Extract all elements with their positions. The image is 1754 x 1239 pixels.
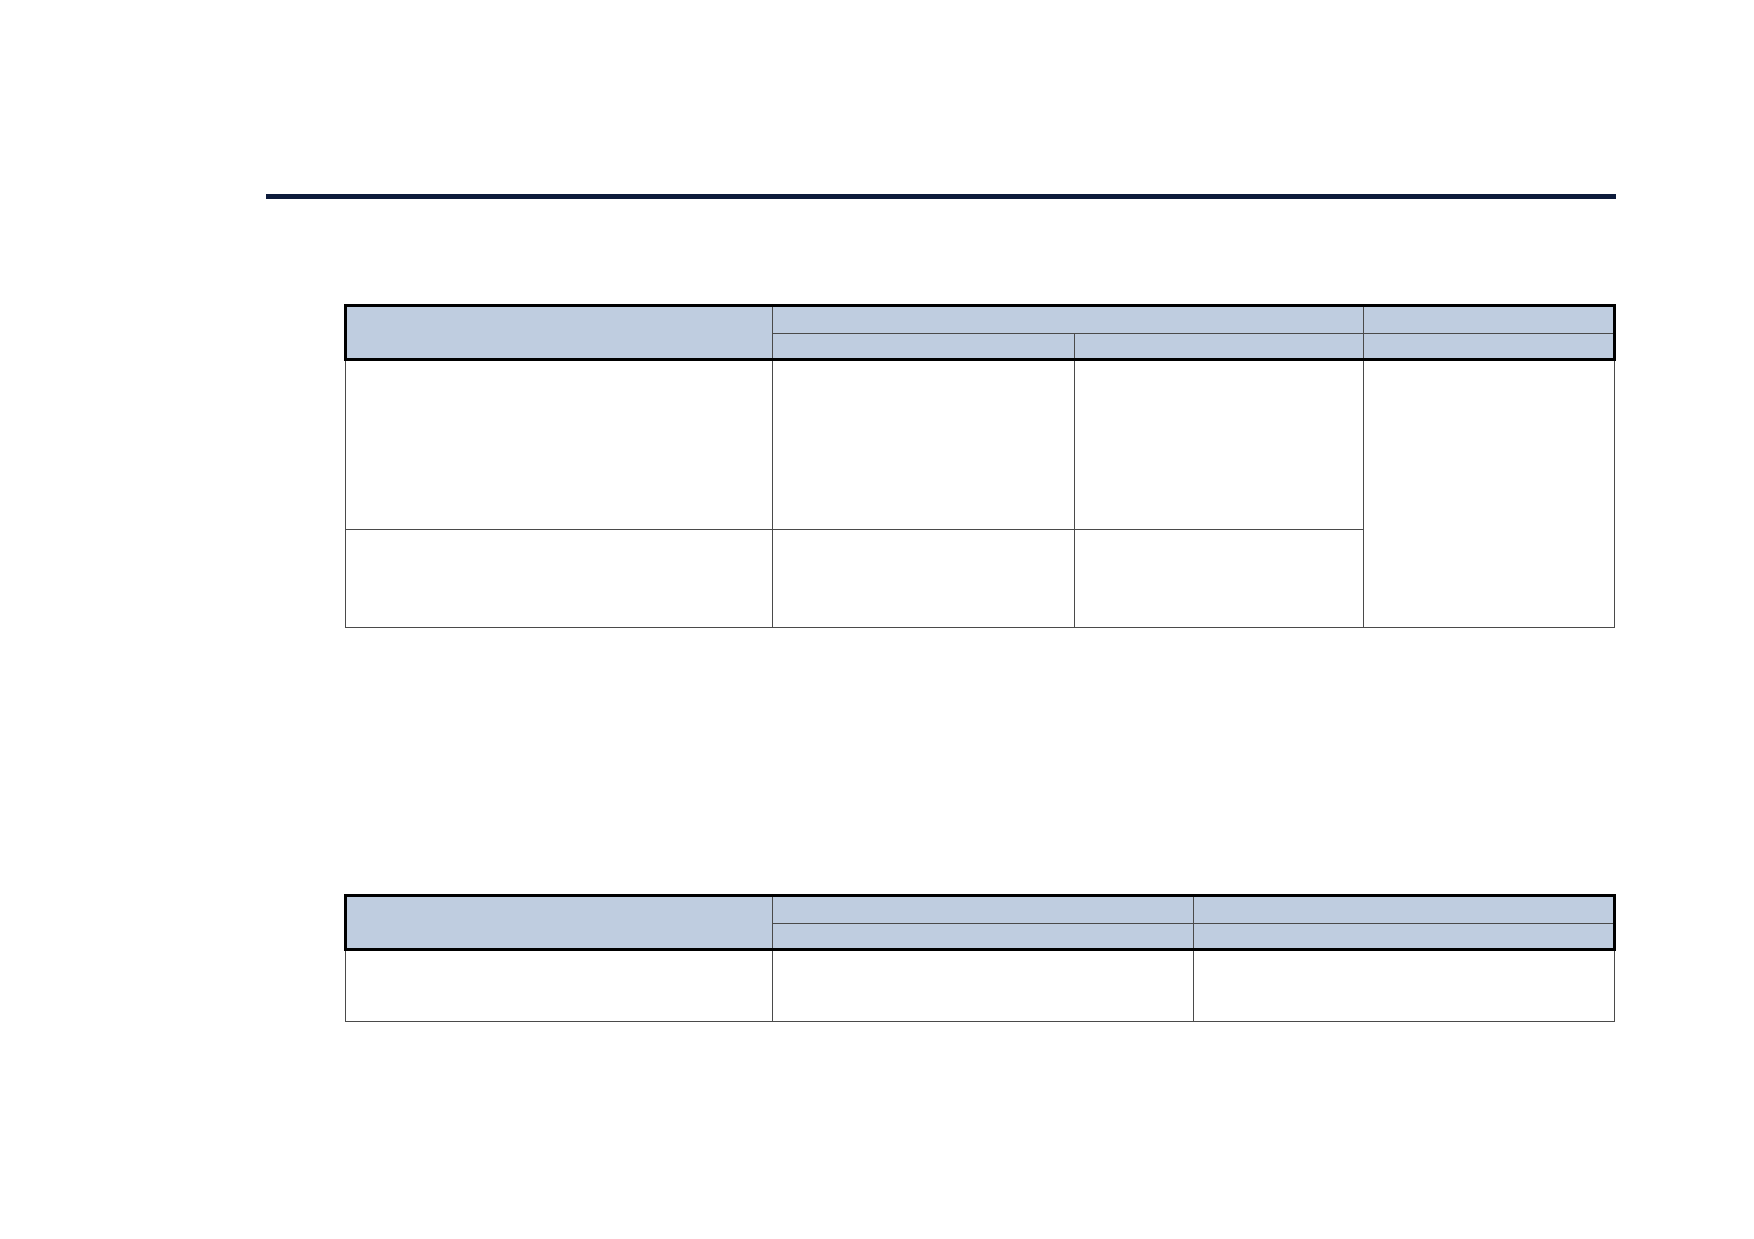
table-1-header-group	[772, 304, 1364, 334]
table-2-header-col-2	[1193, 894, 1616, 924]
table-2-subheader-col-1	[772, 923, 1194, 951]
table-2-header-col-1	[772, 894, 1194, 924]
table-1-cell	[345, 359, 773, 530]
table-1-cell	[1074, 529, 1364, 628]
table-1-subheader-col-1	[772, 333, 1075, 361]
title-rule	[266, 194, 1616, 199]
table-1-cell	[1074, 359, 1364, 530]
table-1-cell-merged	[1363, 359, 1615, 628]
table-row	[345, 949, 1615, 1022]
table-2-cell	[772, 949, 1194, 1022]
table-2-cell	[1193, 949, 1615, 1022]
table-1-subheader-col-2	[1074, 333, 1364, 361]
table-1-cell	[772, 529, 1075, 628]
table-2-cell	[345, 949, 773, 1022]
table-row	[345, 359, 1615, 628]
table-1-cell	[772, 359, 1075, 530]
table-2-subheader-col-2	[1193, 923, 1616, 951]
data-table-1	[344, 304, 1616, 628]
data-table-2	[344, 894, 1616, 1022]
table-1-cell	[345, 529, 773, 628]
table-1-header-row-label	[344, 304, 773, 361]
table-1-header-last	[1363, 304, 1616, 334]
table-2-header-row-label	[344, 894, 773, 951]
table-row	[345, 529, 1615, 628]
table-1-subheader-col-3	[1363, 333, 1616, 361]
